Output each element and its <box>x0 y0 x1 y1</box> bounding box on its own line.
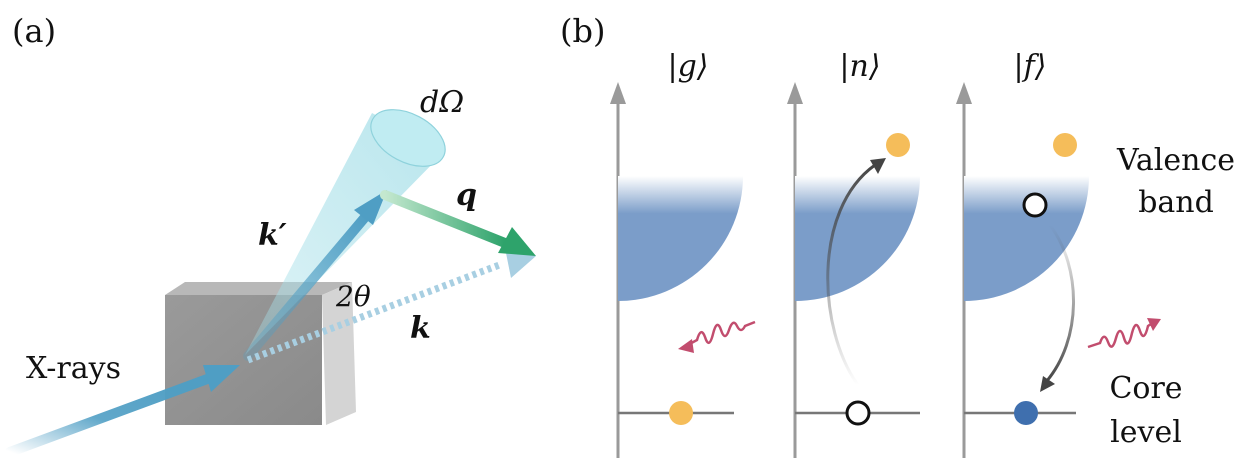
forward-beam-k-arrow <box>246 248 536 364</box>
crystal-side-face <box>322 282 356 425</box>
panel-b-label: (b) <box>560 12 605 50</box>
state-n-column: |n⟩ <box>787 49 920 458</box>
valence-band-label-line1: Valence <box>1116 143 1235 178</box>
core-level-label-line2: level <box>1110 415 1182 450</box>
k-prime-label: k′ <box>258 218 287 253</box>
momentum-transfer-q-arrow <box>380 190 536 256</box>
energy-axis-f-arrowhead <box>956 82 972 104</box>
state-g-column: |g⟩ <box>610 49 756 458</box>
excited-electron-f <box>1053 133 1077 157</box>
panel-b: (b) |g⟩ |n⟩ <box>560 12 1235 458</box>
core-level-label-line1: Core <box>1109 371 1182 406</box>
state-n-label: |n⟩ <box>839 49 880 84</box>
q-label: q <box>456 178 477 213</box>
energy-axis-g-arrowhead <box>610 82 626 104</box>
excitation-arrow <box>826 158 886 386</box>
scattered-beam-k-prime-arrow <box>243 190 387 361</box>
state-f-column: |f⟩ <box>956 49 1161 458</box>
valence-band-n <box>795 176 920 301</box>
incoming-photon-icon <box>678 320 756 353</box>
crystal-front-face <box>165 295 322 425</box>
solid-angle-label: dΩ <box>420 85 464 120</box>
energy-axis-n-arrowhead <box>787 82 803 104</box>
xrays-label: X-rays <box>26 351 121 386</box>
emitted-photon-icon <box>1087 318 1161 349</box>
decay-arrow <box>1040 224 1075 392</box>
filled-core-level-f <box>1014 401 1038 425</box>
crystal-block <box>165 282 356 425</box>
valence-band-g <box>618 176 743 301</box>
state-f-label: |f⟩ <box>1014 49 1047 84</box>
valence-band-f <box>964 176 1089 301</box>
crystal-top-face <box>165 282 352 295</box>
cone-aperture <box>370 109 446 167</box>
valence-hole-f <box>1022 192 1048 218</box>
panel-a: (a) X-ra <box>5 12 536 457</box>
excited-electron-n <box>886 133 910 157</box>
core-hole-n <box>845 400 871 426</box>
incident-beam-arrow <box>5 365 240 457</box>
panel-a-label: (a) <box>12 12 56 50</box>
k-label: k <box>410 311 431 346</box>
core-electron-g <box>669 401 693 425</box>
valence-band-label-line2: band <box>1138 185 1214 220</box>
two-theta-label: 2θ <box>335 280 371 313</box>
state-g-label: |g⟩ <box>667 49 708 84</box>
